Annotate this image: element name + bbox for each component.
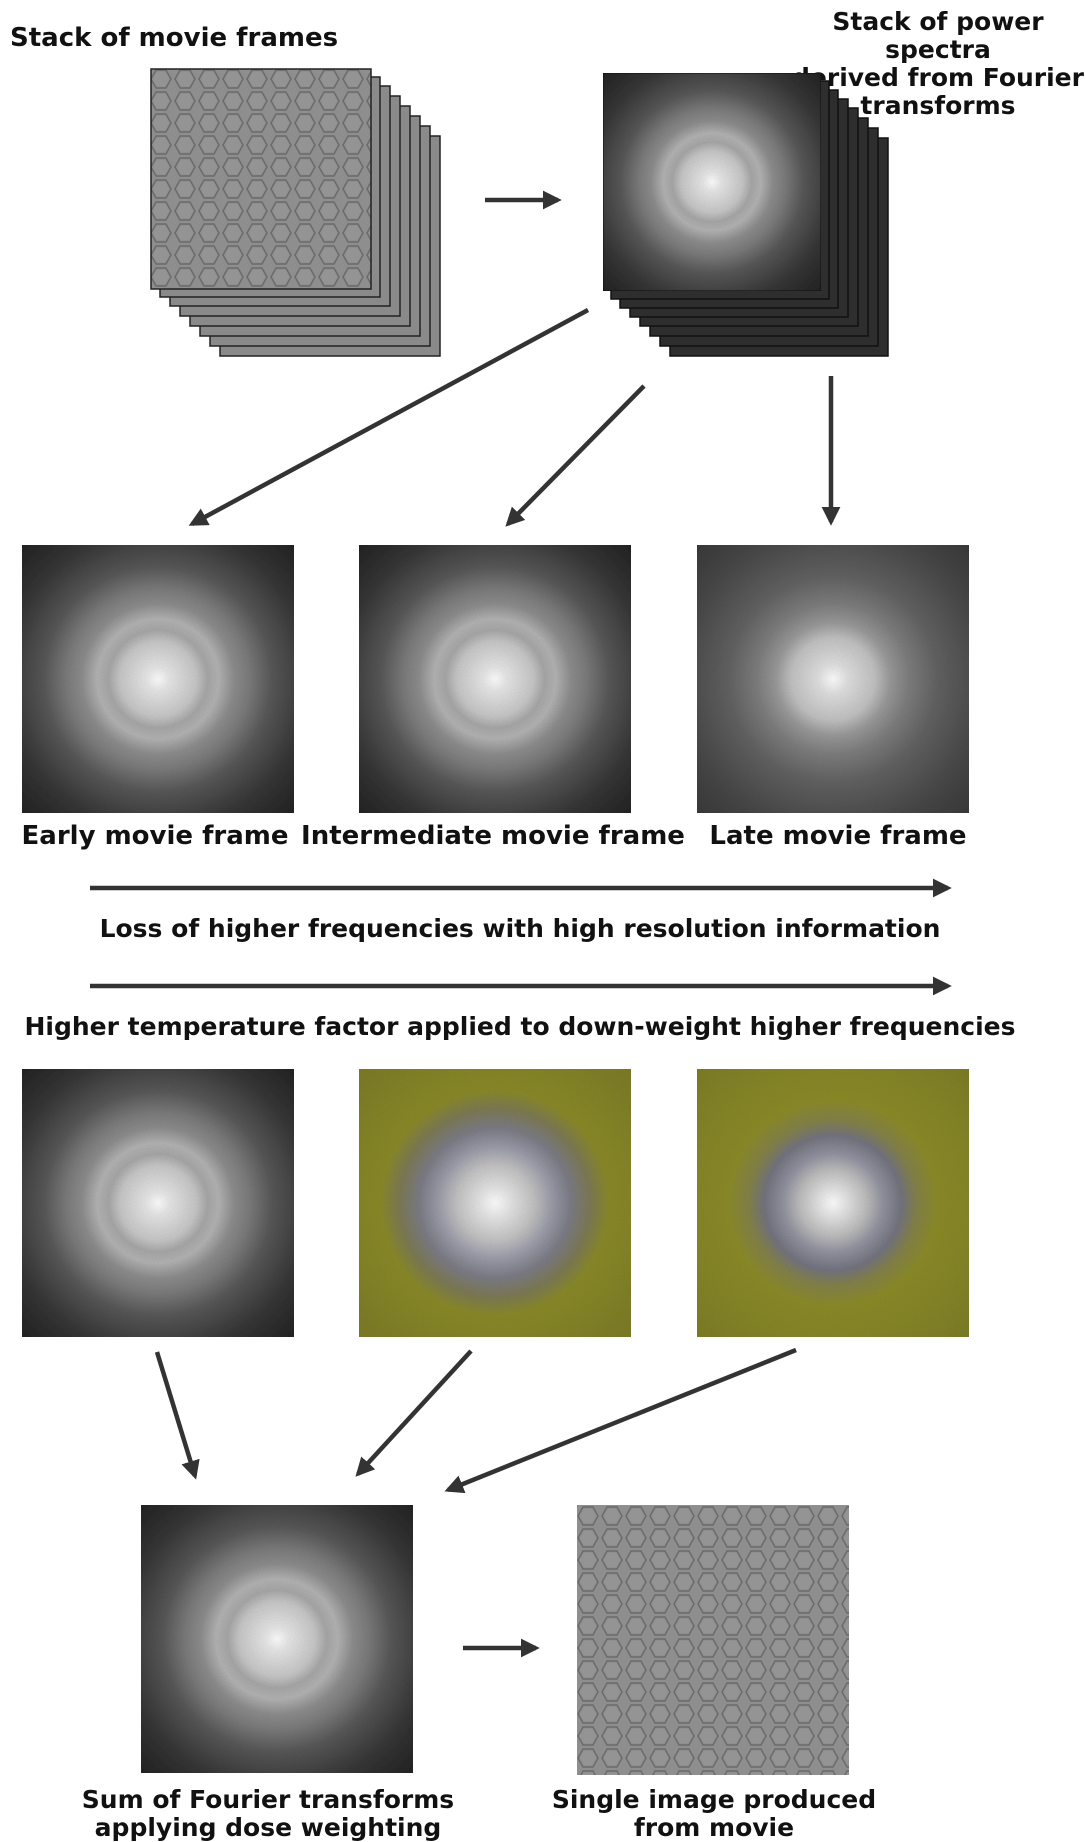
stack-of-movie-frames-label: Stack of movie frames [10,23,339,53]
early-weighted-spectrum [22,1069,294,1337]
late-movie-frame-spectrum [697,545,969,813]
arrow-early-to-sum [154,1351,200,1480]
stack-of-power-spectra-label: Stack of power spectra derived from Four… [790,8,1086,120]
stack-of-power-spectra-line-2: derived from Fourier [792,63,1084,92]
arrow-late-to-sum [444,1347,797,1494]
loss-of-higher-frequencies-label: Loss of higher frequencies with high res… [99,914,941,943]
sum-label-line-1: Sum of Fourier transforms [81,1785,455,1814]
single-label-line-1: Single image produced [551,1785,877,1814]
higher-temperature-factor-label: Higher temperature factor applied to dow… [24,1012,1016,1041]
stack-of-power-spectra-line-1: Stack of power spectra [832,7,1044,64]
late-movie-frame-label: Late movie frame [709,821,967,851]
power-spectra-stack [602,72,894,362]
arrow-to-early-frame [188,308,590,526]
late-weighted-spectrum [697,1069,969,1337]
arrow-intermediate-to-sum [355,1349,473,1477]
early-movie-frame-label: Early movie frame [21,821,289,851]
intermediate-movie-frame-label: Intermediate movie frame [301,821,685,851]
sum-of-fourier-transforms-label: Sum of Fourier transforms applying dose … [62,1786,474,1842]
single-image-produced-label: Single image produced from movie [533,1786,895,1842]
arrow-to-intermediate-frame [505,384,646,527]
single-label-line-2: from movie [633,1813,795,1842]
stack-of-power-spectra-line-3: transforms [860,91,1016,120]
movie-frame-stack [150,68,442,358]
intermediate-weighted-spectrum [359,1069,631,1337]
sum-label-line-2: applying dose weighting [94,1813,442,1842]
early-movie-frame-spectrum [22,545,294,813]
intermediate-movie-frame-spectrum [359,545,631,813]
sum-of-fourier-transforms-spectrum [141,1505,413,1773]
single-image-micrograph [577,1505,849,1775]
